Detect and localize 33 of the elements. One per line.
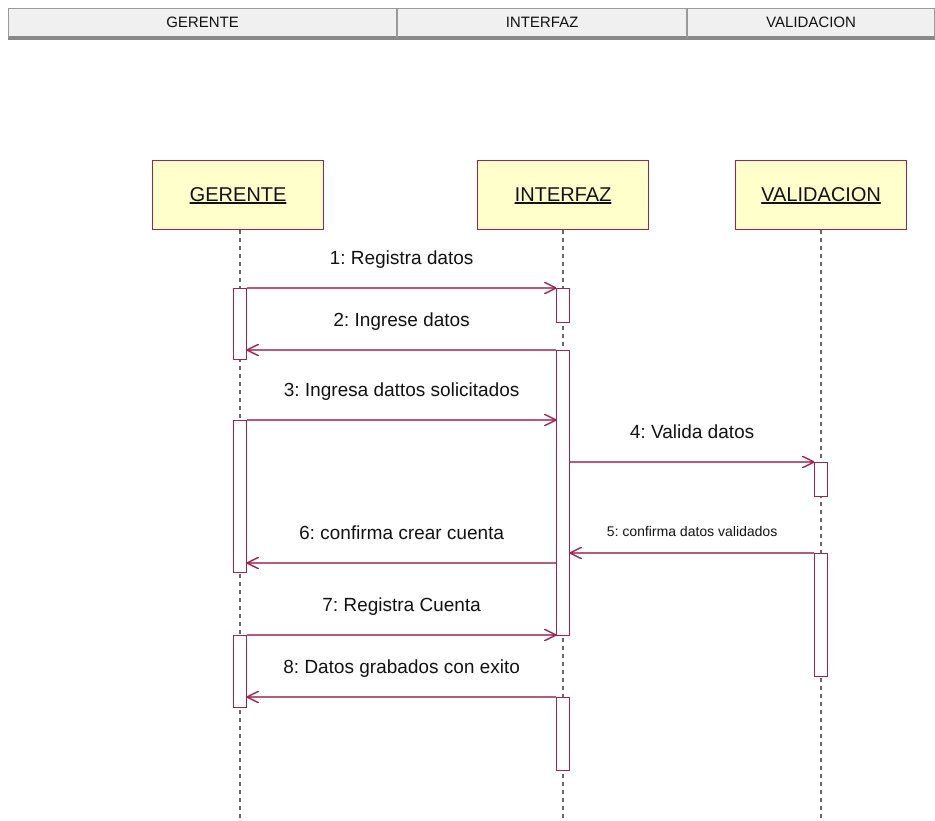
activation-bar <box>233 420 247 573</box>
activation-bar <box>233 635 247 708</box>
activation-bar <box>556 697 570 771</box>
object-name: INTERFAZ <box>514 184 612 206</box>
column-header: VALIDACION <box>687 8 935 40</box>
message-arrow <box>569 546 814 560</box>
message-arrow <box>570 455 815 469</box>
activation-bar <box>233 288 247 360</box>
message-arrow <box>247 413 557 427</box>
message-arrow <box>246 690 556 704</box>
message-arrow <box>246 343 556 357</box>
message-label: 7: Registra Cuenta <box>322 595 481 617</box>
message-arrow <box>247 281 557 295</box>
message-label: 5: confirma datos validados <box>606 523 778 539</box>
activation-bar <box>814 462 828 497</box>
message-arrow <box>247 628 557 642</box>
activation-bar <box>556 288 570 323</box>
message-arrow <box>246 556 556 570</box>
lifeline-head <box>735 160 907 230</box>
message-label: 2: Ingrese datos <box>333 310 470 332</box>
lifeline-head <box>152 160 324 230</box>
message-label: 3: Ingresa dattos solicitados <box>284 380 520 402</box>
object-name: GERENTE <box>190 184 286 206</box>
message-label: 6: confirma crear cuenta <box>299 523 504 545</box>
message-label: 4: Valida datos <box>630 422 754 444</box>
message-label: 8: Datos grabados con exito <box>283 657 520 679</box>
activation-bar <box>814 553 828 677</box>
column-header: GERENTE <box>8 8 397 40</box>
message-label: 1: Registra datos <box>330 248 474 270</box>
column-header: INTERFAZ <box>397 8 687 40</box>
lifeline-head <box>477 160 649 230</box>
object-name: VALIDACION <box>761 184 881 206</box>
activation-bar <box>556 350 570 636</box>
